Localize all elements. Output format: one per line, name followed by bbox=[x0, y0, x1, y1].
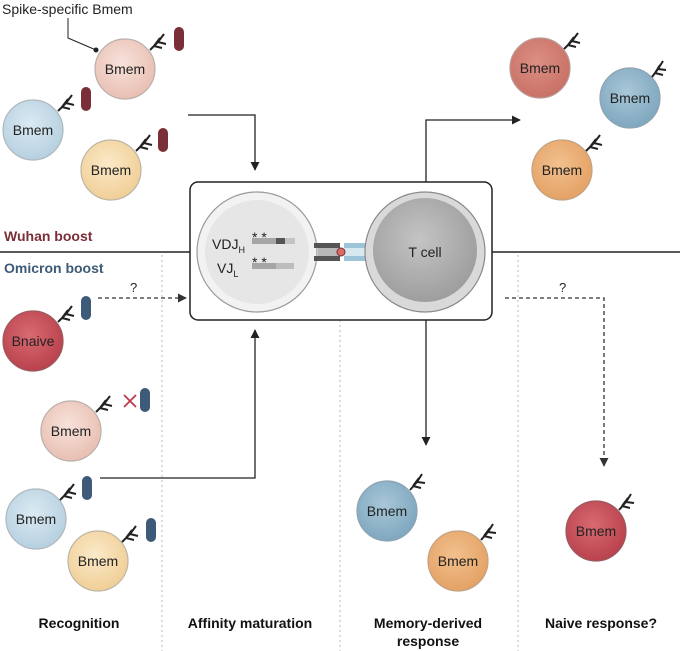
mutation-marks-light: * * bbox=[252, 254, 267, 270]
section-recognition: Recognition bbox=[39, 615, 120, 631]
bmem-label: Bmem bbox=[91, 162, 131, 178]
arrow-to-naive-response bbox=[505, 297, 609, 467]
bnaive-question-mark: ? bbox=[130, 280, 137, 295]
bmem-cell-top-pink: Bmem bbox=[94, 27, 184, 100]
bmem-cell-left-blue: Bmem bbox=[2, 87, 91, 161]
omicron-antigen bbox=[82, 476, 92, 500]
bmem-label: Bmem bbox=[367, 503, 407, 519]
bmem-cell-omicron-yellow: Bmem bbox=[67, 518, 156, 592]
antibody-icon bbox=[95, 395, 113, 413]
section-memory-derived-line1: Memory-derived bbox=[374, 615, 482, 631]
b-cell-nucleus bbox=[196, 191, 318, 313]
arrow-wuhan-to-gc bbox=[188, 114, 260, 171]
bmem-cell-naive-red: Bmem bbox=[565, 493, 635, 562]
bmem-label: Bmem bbox=[16, 511, 56, 527]
bmem-cell-omicron-blue: Bmem bbox=[5, 476, 92, 550]
omicron-antigen bbox=[140, 388, 150, 412]
bnaive-label: Bnaive bbox=[12, 333, 55, 349]
antibody-icon bbox=[57, 94, 75, 112]
antibody-icon bbox=[651, 60, 667, 78]
bmem-cell-output-steel: Bmem bbox=[599, 60, 667, 129]
section-affinity-maturation: Affinity maturation bbox=[188, 615, 312, 631]
t-cell-label: T cell bbox=[408, 244, 441, 260]
bmem-cell-output-orange: Bmem bbox=[531, 134, 603, 201]
omicron-boost-label: Omicron boost bbox=[4, 260, 104, 276]
antibody-icon bbox=[57, 305, 75, 323]
bmem-cell-output-salmon: Bmem bbox=[509, 32, 581, 99]
antibody-icon bbox=[409, 473, 426, 491]
bmem-cell-memory-steel: Bmem bbox=[356, 473, 426, 542]
peptide-antigen bbox=[336, 247, 346, 257]
arrow-gc-to-new-bmem bbox=[425, 115, 521, 182]
callout-dot bbox=[93, 47, 99, 53]
bmem-label: Bmem bbox=[438, 553, 478, 569]
bmem-label: Bmem bbox=[78, 553, 118, 569]
antibody-icon bbox=[59, 483, 77, 501]
bmem-cell-nonbinding-pink: Bmem bbox=[40, 388, 150, 462]
wuhan-antigen bbox=[81, 87, 91, 111]
antibody-icon bbox=[585, 134, 603, 152]
wuhan-antigen bbox=[174, 27, 184, 51]
section-memory-derived-line2: response bbox=[397, 633, 459, 649]
tcr-receptor-icon bbox=[344, 243, 366, 261]
bmem-label: Bmem bbox=[51, 423, 91, 439]
bmem-label: Bmem bbox=[105, 61, 145, 77]
omicron-antigen bbox=[81, 296, 91, 320]
callout-leader bbox=[67, 18, 97, 51]
vj-gene-bar bbox=[252, 263, 294, 269]
vj-label: VJL bbox=[217, 260, 238, 279]
antibody-icon bbox=[149, 33, 167, 51]
bmem-label: Bmem bbox=[610, 90, 650, 106]
no-binding-cross-icon bbox=[123, 394, 137, 408]
t-cell: T cell bbox=[364, 191, 486, 313]
antibody-icon bbox=[618, 493, 635, 511]
wuhan-boost-label: Wuhan boost bbox=[4, 228, 93, 244]
section-naive-response: Naive response? bbox=[545, 615, 657, 631]
wuhan-antigen bbox=[158, 128, 168, 152]
mutation-marks-heavy: * * bbox=[252, 229, 267, 245]
bmem-label: Bmem bbox=[576, 523, 616, 539]
bmem-label: Bmem bbox=[13, 122, 53, 138]
antibody-icon bbox=[480, 523, 497, 541]
antibody-icon bbox=[135, 134, 153, 152]
naive-question-mark: ? bbox=[559, 280, 566, 295]
bnaive-cell: Bnaive bbox=[2, 296, 91, 372]
bcr-receptor-icon bbox=[314, 243, 340, 261]
spike-specific-bmem-callout: Spike-specific Bmem bbox=[2, 1, 133, 17]
bmem-label: Bmem bbox=[542, 162, 582, 178]
omicron-antigen bbox=[146, 518, 156, 542]
vdj-gene-bar bbox=[252, 238, 295, 244]
bmem-cell-memory-orange: Bmem bbox=[427, 523, 497, 592]
bmem-cell-mid-yellow: Bmem bbox=[80, 128, 168, 201]
bmem-label: Bmem bbox=[520, 60, 560, 76]
arrow-omicron-to-gc bbox=[100, 329, 260, 479]
vdj-label: VDJH bbox=[212, 236, 245, 255]
antibody-icon bbox=[563, 32, 581, 50]
antibody-icon bbox=[121, 525, 139, 543]
